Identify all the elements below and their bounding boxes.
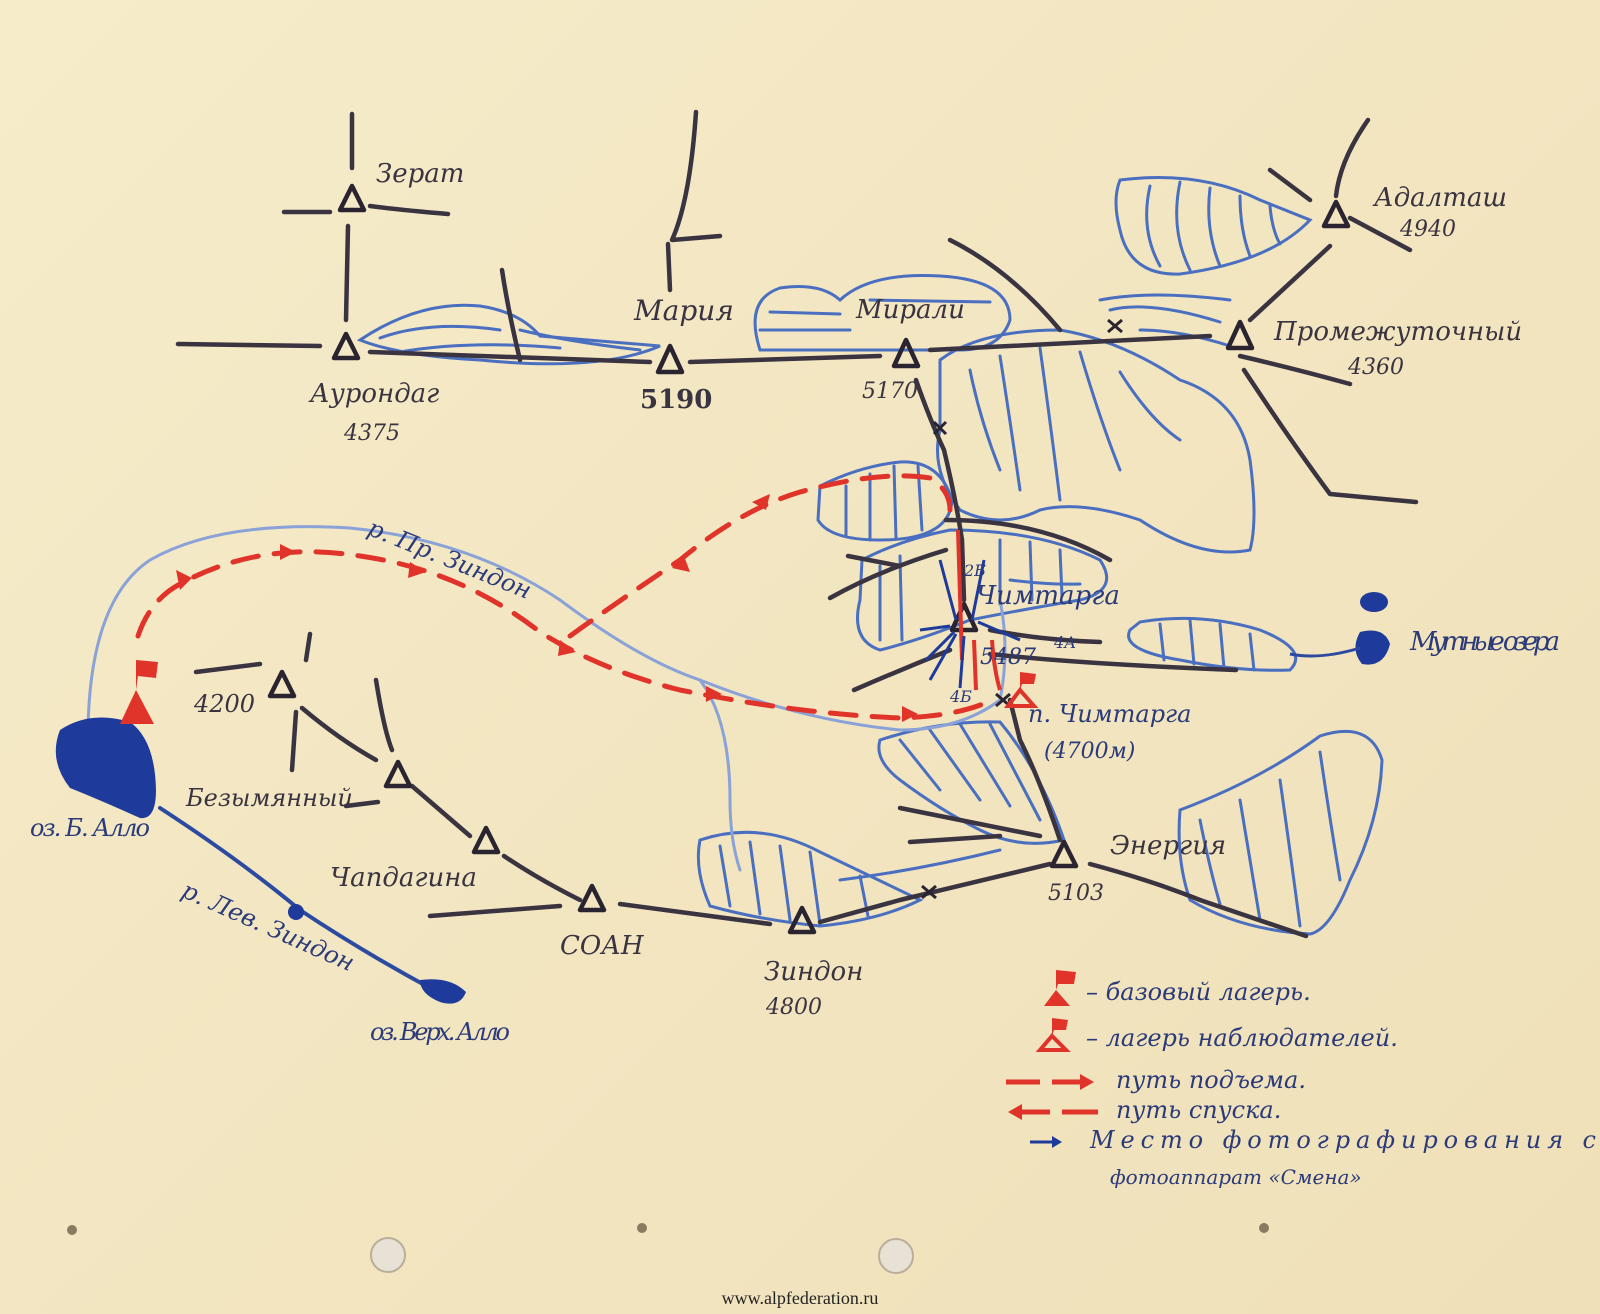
peak-zerat	[337, 183, 367, 213]
height-zindon: 4800	[765, 995, 822, 1020]
label-zerat: Зерат	[376, 159, 464, 189]
height-energiya: 5103	[1048, 881, 1104, 906]
glacier-mutnye	[1127, 616, 1298, 672]
river-pr-zindon	[86, 525, 1002, 732]
glacier-upper-chimtarga	[816, 460, 954, 542]
label-bezymyanny: Безымянный	[185, 784, 353, 812]
legend-observer-camp: – лагерь наблюдателей.	[1035, 1018, 1398, 1052]
legend-photo-place: Место фотографирования с фотоаппарат «См…	[1030, 1126, 1596, 1189]
label-lake-upper-allo: оз. Верх. Алло	[370, 1018, 510, 1046]
label-pass: п. Чимтарга	[1028, 700, 1192, 728]
label-pass-height: (4700м)	[1044, 739, 1135, 764]
label-aurondag: Аурондаг	[308, 379, 439, 409]
height-aurondag: 4375	[343, 421, 400, 446]
label-adaltash: Адалташ	[1372, 183, 1507, 213]
svg-text:фотоаппарат «Смена»: фотоаппарат «Смена»	[1110, 1165, 1362, 1189]
climbing-routes	[919, 559, 1021, 689]
glacier-adaltash	[1114, 176, 1313, 276]
label-zindon: Зиндон	[764, 957, 863, 987]
peak-soan	[577, 883, 607, 913]
peak-promezh	[1225, 319, 1255, 351]
glacier-mirali	[753, 274, 1012, 352]
route-ascent	[135, 549, 995, 721]
height-mariya: 5190	[640, 385, 712, 415]
label-chapdagina: Чапдагина	[330, 863, 477, 893]
label-mirali: Мирали	[855, 295, 965, 325]
peak-mariya	[655, 343, 685, 375]
watermark-url: www.alpfederation.ru	[721, 1288, 879, 1308]
height-adaltash: 4940	[1399, 217, 1456, 242]
peak-chimtarga	[949, 601, 979, 633]
mutnye-lake-1	[1360, 592, 1388, 612]
svg-text:путь спуска.: путь спуска.	[1116, 1096, 1281, 1124]
route-4a: 4А	[1053, 633, 1076, 652]
legend-base-camp: – базовый лагерь.	[1044, 970, 1311, 1006]
height-chimtarga: 5487	[980, 645, 1036, 670]
peak-4200	[267, 669, 297, 699]
observer-camp-flag	[1004, 672, 1039, 708]
legend: – базовый лагерь. – лагерь наблюдателей.…	[1006, 970, 1596, 1189]
lake-b-allo	[55, 717, 156, 819]
legend-ascent: путь подъема.	[1006, 1066, 1306, 1094]
peak-markers	[267, 183, 1351, 935]
route-descent	[567, 473, 953, 639]
peak-aurondag	[331, 331, 361, 361]
ridge-mirali-chimtarga	[913, 377, 967, 603]
glacier-central	[936, 293, 1256, 554]
height-4200: 4200	[193, 690, 255, 718]
glacier-east	[1177, 729, 1384, 936]
label-river-right: р. Пр. Зиндон	[364, 514, 536, 605]
label-promezh: Промежуточный	[1273, 317, 1522, 347]
punch-holes	[67, 1223, 1269, 1274]
height-mirali: 5170	[862, 379, 918, 404]
label-chimtarga: Чимтарга	[976, 581, 1120, 611]
glaciers	[356, 176, 1384, 936]
svg-text:Место фотографирования с: Место фотографирования с	[1089, 1126, 1596, 1154]
peak-adaltash	[1321, 199, 1351, 229]
peak-chapdagina	[471, 825, 501, 855]
ridges	[175, 109, 1419, 939]
glacier-zindon	[696, 830, 1002, 928]
peak-bezymyanny	[383, 759, 413, 789]
peak-mirali	[891, 337, 921, 369]
label-mariya: Мария	[633, 294, 734, 327]
glacier-chimtarga	[856, 528, 1109, 652]
base-camp-flag	[120, 660, 158, 724]
peak-zindon	[787, 905, 817, 935]
route-4b: 4Б	[949, 687, 972, 706]
glacier-energiya	[877, 720, 1066, 845]
legend-descent: путь спуска.	[1008, 1096, 1281, 1124]
ridge-main	[175, 333, 1213, 365]
mutnye-lake-2	[1355, 630, 1390, 665]
label-mutnye: Мутные озера	[1409, 627, 1560, 657]
svg-text:– лагерь наблюдателей.: – лагерь наблюдателей.	[1086, 1024, 1398, 1052]
route-2b: 2Б	[963, 561, 986, 580]
ridge-south	[617, 861, 1053, 927]
label-energiya: Энергия	[1110, 831, 1226, 861]
peak-energiya	[1049, 839, 1079, 869]
svg-text:– базовый лагерь.: – базовый лагерь.	[1086, 978, 1311, 1006]
lake-upper-allo	[420, 979, 466, 1004]
svg-text:путь подъема.: путь подъема.	[1116, 1066, 1306, 1094]
label-lake-b-allo: оз. Б. Алло	[30, 814, 150, 842]
lakes	[55, 592, 1390, 1004]
label-soan: СОАН	[560, 931, 645, 961]
height-promezh: 4360	[1347, 355, 1404, 380]
route-arrows	[176, 494, 918, 722]
